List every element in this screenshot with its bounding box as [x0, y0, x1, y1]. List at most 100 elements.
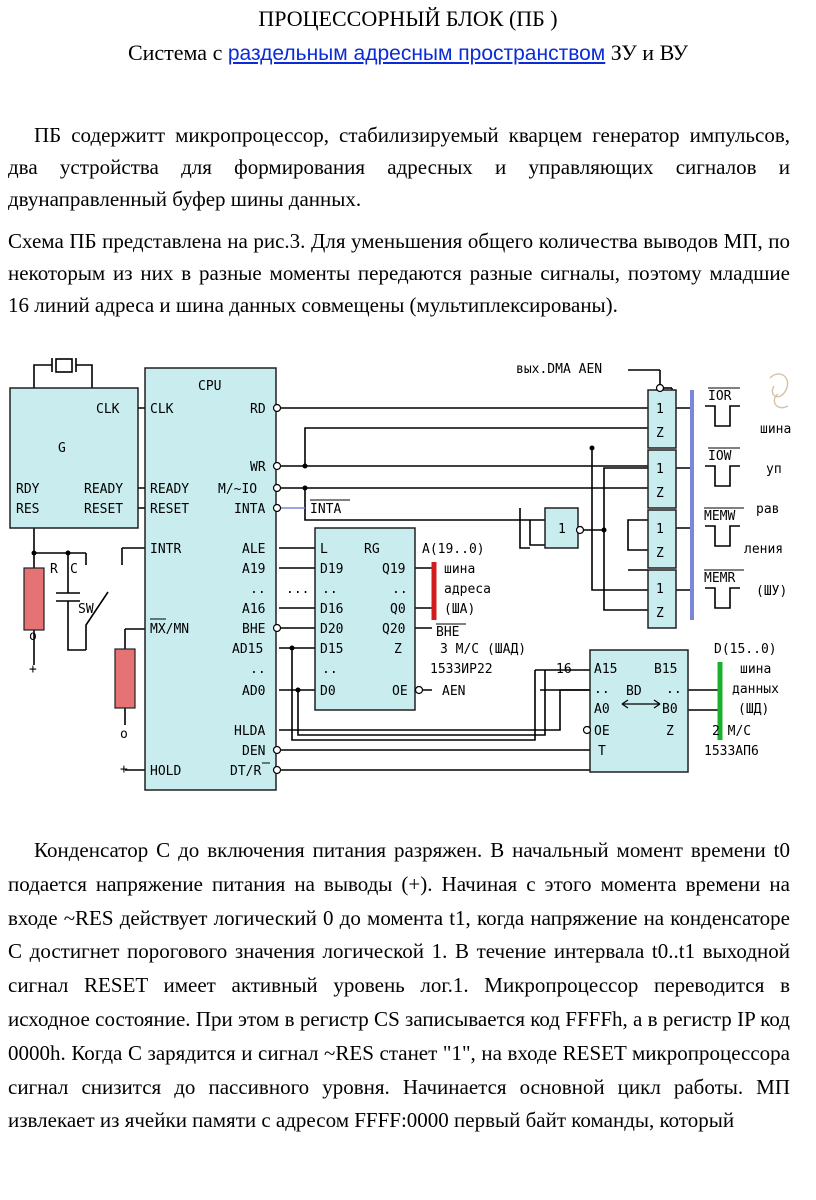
gen-pin-rdy: RDY — [16, 482, 40, 497]
cpu-pin-mxmn: MX/MN — [150, 622, 189, 637]
control-bus-text-4: ления — [744, 542, 783, 557]
cpu-pin-wr: WR — [250, 460, 266, 475]
data-bus-text-2: данных — [732, 682, 779, 697]
rc-minus-2: o — [120, 727, 128, 742]
rg-pin-d15: D15 — [320, 642, 343, 657]
signal-ior: IOR — [708, 389, 732, 404]
aen-label: AEN — [442, 684, 465, 699]
cpu-pin-reset: RESET — [150, 502, 189, 517]
bd-pin-b15: B15 — [654, 662, 677, 677]
resistor-r — [23, 567, 45, 631]
cpu-pin-bhe: BHE — [242, 622, 265, 637]
rc-label-r: R — [50, 562, 58, 577]
buffer-3-bottom: Z — [656, 546, 664, 561]
signal-memw: MEMW — [704, 509, 735, 524]
rc-minus-1: o — [29, 629, 37, 644]
data-buffer-block — [589, 649, 689, 773]
control-bus-text-5: (ШУ) — [756, 584, 787, 599]
buffer-block — [647, 569, 677, 629]
bd-pin-z: Z — [666, 724, 674, 739]
page-title: ПРОЦЕССОРНЫЙ БЛОК (ПБ ) — [258, 6, 558, 31]
bd-label: BD — [626, 684, 642, 699]
rg-caption-1: 3 М/С (ШАД) — [440, 642, 526, 657]
cpu-pin-hold: HOLD — [150, 764, 181, 779]
bhe-output: BHE — [436, 625, 459, 640]
buffer-1-bottom: Z — [656, 426, 664, 441]
inversion-bubbles — [272, 383, 665, 775]
addr-bus-text-1: шина — [444, 562, 475, 577]
rg-pin-dots2: .. — [322, 662, 338, 677]
bd-caption-1: 2 М/С — [712, 724, 751, 739]
data-bus-text-1: шина — [740, 662, 771, 677]
address-space-link[interactable]: раздельным адресным пространством — [227, 42, 606, 65]
bd-width: 16 — [556, 662, 572, 677]
rg-pin-q19: Q19 — [382, 562, 405, 577]
rc-label-c: C — [70, 562, 78, 577]
cpu-pin-ad0: AD0 — [242, 684, 265, 699]
cpu-pin-dtr: DT/R — [230, 764, 261, 779]
rg-pin-z: Z — [394, 642, 402, 657]
signal-iow: IOW — [708, 449, 732, 464]
bd-pin-b0: B0 — [662, 702, 678, 717]
dma-label: вых.DMA AEN — [516, 362, 602, 377]
rg-pin-d20: D20 — [320, 622, 343, 637]
subtitle-prefix: Система с — [127, 40, 228, 65]
cpu-pin-a16: A16 — [242, 602, 265, 617]
overlines — [150, 387, 744, 764]
rg-pin-d0: D0 — [320, 684, 336, 699]
rc-label-sw: SW — [78, 602, 94, 617]
inverter-label: 1 — [558, 522, 566, 537]
cpu-pin-intr: INTR — [150, 542, 181, 557]
processor-block-diagram: G CLK READY RESET RDY RES CPU CLK READY … — [9, 358, 791, 791]
decorative-logo — [769, 373, 789, 409]
buffer-3-top: 1 — [656, 522, 664, 537]
addr-bus-text-2: адреса — [444, 582, 491, 597]
bd-pin-dots2: .. — [666, 682, 682, 697]
bidirectional-arrow — [621, 699, 661, 709]
rg-pin-dots1: .. — [322, 582, 338, 597]
cpu-pin-dots1: .. — [250, 582, 266, 597]
cpu-pin-ale: ALE — [242, 542, 265, 557]
buffer-block — [647, 389, 677, 449]
bd-pin-a0: A0 — [594, 702, 610, 717]
cpu-pin-a19: A19 — [242, 562, 265, 577]
bd-pin-t: T — [598, 744, 606, 759]
rc-plus-2: + — [120, 762, 128, 777]
generator-block — [9, 387, 139, 529]
register-block — [314, 527, 416, 711]
addr-bus-label: A(19..0) — [422, 542, 485, 557]
rg-pin-d16: D16 — [320, 602, 343, 617]
paragraph-intro: ПБ содержитт микропроцессор, стабилизиру… — [8, 123, 790, 211]
addr-bus-text-3: (ША) — [444, 602, 475, 617]
cpu-label: CPU — [198, 379, 221, 394]
buffer-2-bottom: Z — [656, 486, 664, 501]
buffer-block — [647, 449, 677, 509]
data-bus-label: D(15..0) — [714, 642, 777, 657]
rg-pin-d19: D19 — [320, 562, 343, 577]
rg-caption-2: 1533ИР22 — [430, 662, 493, 677]
rc-plus-1: + — [29, 662, 37, 677]
buffer-2-top: 1 — [656, 462, 664, 477]
rg-pin-l: L — [320, 542, 328, 557]
paragraph-reset: Конденсатор C до включения питания разря… — [8, 838, 790, 1133]
resistor-hold — [114, 648, 136, 709]
page-subtitle: Система с раздельным адресным пространст… — [0, 40, 816, 66]
inta-signal: INTA — [310, 502, 341, 517]
cpu-pin-ready: READY — [150, 482, 189, 497]
cpu-rg-dots: ... — [286, 582, 309, 597]
signal-memr: MEMR — [704, 571, 735, 586]
rg-pin-q0: Q0 — [390, 602, 406, 617]
bd-pin-a15: A15 — [594, 662, 617, 677]
bd-pin-dots1: .. — [594, 682, 610, 697]
rg-pin-oe: OE — [392, 684, 408, 699]
gen-pin-reset: RESET — [84, 502, 123, 517]
cpu-pin-hlda: HLDA — [234, 724, 265, 739]
bd-pin-oe: OE — [594, 724, 610, 739]
paragraph-scheme: Схема ПБ представлена на рис.3. Для умен… — [8, 229, 790, 317]
control-bus-text-1: шина — [760, 422, 791, 437]
control-bus-text-2: уп — [766, 462, 782, 477]
control-bus-text-3: рав — [756, 502, 779, 517]
cpu-pin-den: DEN — [242, 744, 265, 759]
buffer-block — [647, 509, 677, 569]
subtitle-suffix: ЗУ и ВУ — [605, 40, 689, 65]
